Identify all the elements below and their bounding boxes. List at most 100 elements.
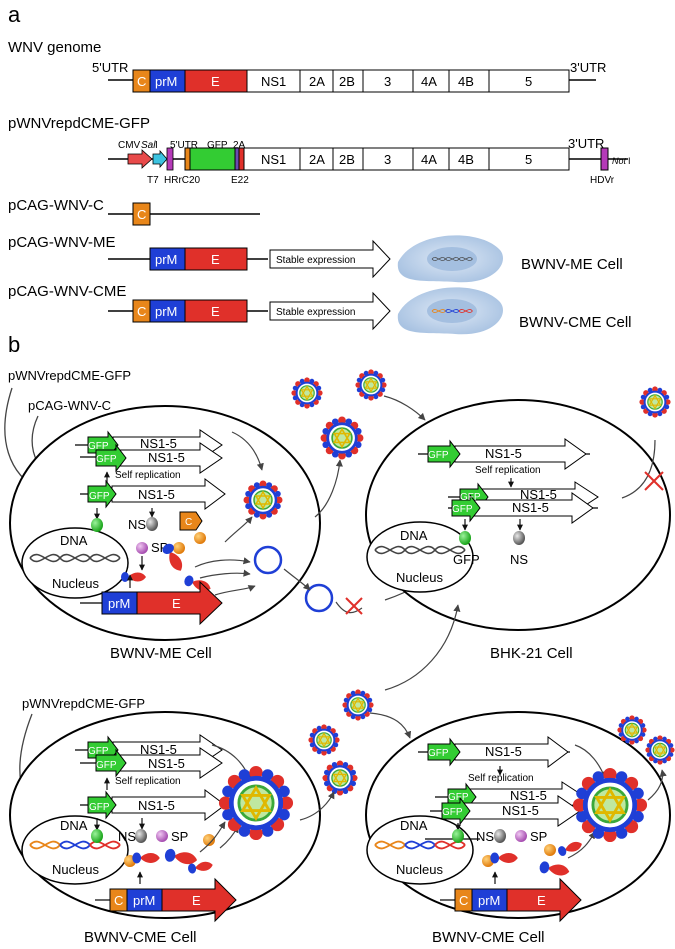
replicon-ns1: NS1 bbox=[261, 152, 286, 167]
me-arrow-a bbox=[194, 557, 251, 568]
me-arrow-release bbox=[314, 459, 343, 518]
replicon-promoters bbox=[127, 147, 174, 171]
label-t7: T7 bbox=[147, 175, 159, 186]
me-gfp-protein bbox=[91, 518, 103, 532]
b-input-cag-c: pCAG-WNV-C bbox=[28, 398, 111, 413]
cmeR-capsid-2 bbox=[544, 844, 556, 856]
cmeL-ns-protein bbox=[135, 829, 147, 843]
me-transcript-prm-label: prM bbox=[108, 596, 130, 611]
label-hdvr: HDVr bbox=[590, 175, 615, 186]
bwnv-me-cell-icon bbox=[397, 235, 503, 283]
me-virion-out-3 bbox=[354, 368, 388, 402]
cag-cme-e bbox=[184, 299, 248, 323]
me-ns15-1: NS1-5 bbox=[140, 436, 177, 451]
me-virion-inside bbox=[242, 479, 284, 521]
bhk-replicon-arrows bbox=[418, 438, 599, 524]
cmeL-ns15-2: NS1-5 bbox=[148, 756, 185, 771]
bhk-ns15-3: NS1-5 bbox=[512, 500, 549, 515]
cag-me-prm-label: prM bbox=[155, 252, 177, 267]
cmeR-transcript-c-label: C bbox=[459, 893, 468, 908]
me-empty-particle-out bbox=[304, 583, 334, 613]
label-not-suffix: I bbox=[628, 156, 631, 166]
stable-expression-cme: Stable expression bbox=[276, 307, 356, 318]
me-transcript-e bbox=[136, 580, 223, 626]
cmeL-transcript-c-label: C bbox=[114, 893, 123, 908]
cmeL-replicon-arrows bbox=[75, 734, 226, 821]
label-sal-suffix: I bbox=[155, 140, 158, 151]
construct-replicon: pWNVrepdCME-GFP bbox=[8, 115, 150, 132]
replicon-5: 5 bbox=[525, 152, 532, 167]
me-arrow-d bbox=[224, 516, 253, 543]
panel-label-b: b bbox=[8, 332, 20, 357]
cmeR-transcript-e bbox=[506, 877, 582, 923]
bhk-gfp-1: GFP bbox=[428, 450, 449, 461]
cmeL-arrow-a bbox=[199, 821, 226, 853]
me-capsid-c: C bbox=[185, 517, 192, 528]
me-ns15-2: NS1-5 bbox=[148, 450, 185, 465]
bhk-dna-label: DNA bbox=[400, 528, 428, 543]
cmeL-nucleus-label: Nucleus bbox=[52, 862, 99, 877]
stable-expression-arrow-cme bbox=[269, 291, 391, 331]
me-sp-protein bbox=[136, 542, 148, 554]
me-gfp-3: GFP bbox=[89, 491, 110, 502]
me-virion-out-1 bbox=[290, 376, 324, 410]
cmeL-ns-label: NS bbox=[118, 829, 136, 844]
cmeL-self-replication: Self replication bbox=[115, 776, 181, 787]
construct-cag-me: pCAG-WNV-ME bbox=[8, 234, 116, 251]
gene-2a: 2A bbox=[309, 74, 325, 89]
me-arrow-infect bbox=[383, 395, 426, 421]
replicon-segments bbox=[184, 147, 609, 171]
genome-segments bbox=[132, 69, 570, 93]
label-hrrc20: HRrC20 bbox=[164, 175, 201, 186]
cmeL-capsid-2 bbox=[203, 834, 215, 846]
cmeR-virion-out-1 bbox=[616, 714, 648, 746]
gene-ns1: NS1 bbox=[261, 74, 286, 89]
cmeL-gfp-2: GFP bbox=[96, 760, 117, 771]
cmeR-ns15-2: NS1-5 bbox=[510, 788, 547, 803]
cmeR-sp-protein bbox=[515, 830, 527, 842]
me-capsid-1 bbox=[194, 532, 206, 544]
replicon-4b: 4B bbox=[458, 152, 474, 167]
panel-label-a: a bbox=[8, 2, 21, 27]
replicon-3: 3 bbox=[384, 152, 391, 167]
me-ns15-3: NS1-5 bbox=[138, 487, 175, 502]
gene-e: E bbox=[211, 74, 220, 89]
cmeL-gfp-3: GFP bbox=[89, 802, 110, 813]
me-gfp-2: GFP bbox=[96, 454, 117, 465]
bhk-gfp-label: GFP bbox=[453, 552, 480, 567]
me-arrow-to-virion bbox=[231, 431, 264, 471]
construct-cag-cme: pCAG-WNV-CME bbox=[8, 283, 126, 300]
x-mark-empty bbox=[345, 597, 363, 615]
me-capsid-2 bbox=[173, 542, 185, 554]
cmeL-virion-out-1 bbox=[307, 723, 341, 757]
me-transcript-e-label: E bbox=[172, 596, 181, 611]
cmeL-virion-out-2 bbox=[341, 688, 375, 722]
cell-label-bwnv-cme-b-right: BWNV-CME Cell bbox=[432, 929, 545, 946]
bhk-arrow-release bbox=[621, 439, 656, 499]
cmeR-ns-protein bbox=[494, 829, 506, 843]
cmeL-ns15-3: NS1-5 bbox=[138, 798, 175, 813]
me-dna-label: DNA bbox=[60, 533, 88, 548]
label-5utr: 5'UTR bbox=[92, 60, 128, 75]
cmeR-gfp-2: GFP bbox=[448, 792, 469, 803]
cmeR-self-replication: Self replication bbox=[468, 773, 534, 784]
label-cmv: CMV bbox=[118, 140, 141, 151]
cmeL-arrow-infect-bhk bbox=[384, 604, 461, 691]
cmeR-gfp-protein bbox=[452, 829, 464, 843]
me-empty-particle bbox=[253, 545, 283, 575]
me-capsid-fragment bbox=[179, 511, 203, 531]
me-nucleus-label: Nucleus bbox=[52, 576, 99, 591]
cmeL-virion-inside bbox=[219, 766, 293, 840]
cmeL-sp-protein bbox=[156, 830, 168, 842]
cag-c-segment bbox=[132, 202, 151, 226]
me-replicon-arrows bbox=[75, 429, 226, 510]
bhk-ns15-1: NS1-5 bbox=[485, 446, 522, 461]
cell-label-bwnv-cme-a: BWNV-CME Cell bbox=[519, 314, 632, 331]
replicon-2a: 2A bbox=[309, 152, 325, 167]
bhk-gfp-protein bbox=[459, 531, 471, 545]
cmeR-virion-out-2 bbox=[644, 734, 675, 766]
label-replicon-gfp: GFP bbox=[207, 140, 228, 151]
cmeR-ns-label: NS bbox=[476, 829, 494, 844]
cmeL-virion-out-3 bbox=[321, 759, 359, 797]
replicon-4a: 4A bbox=[421, 152, 437, 167]
